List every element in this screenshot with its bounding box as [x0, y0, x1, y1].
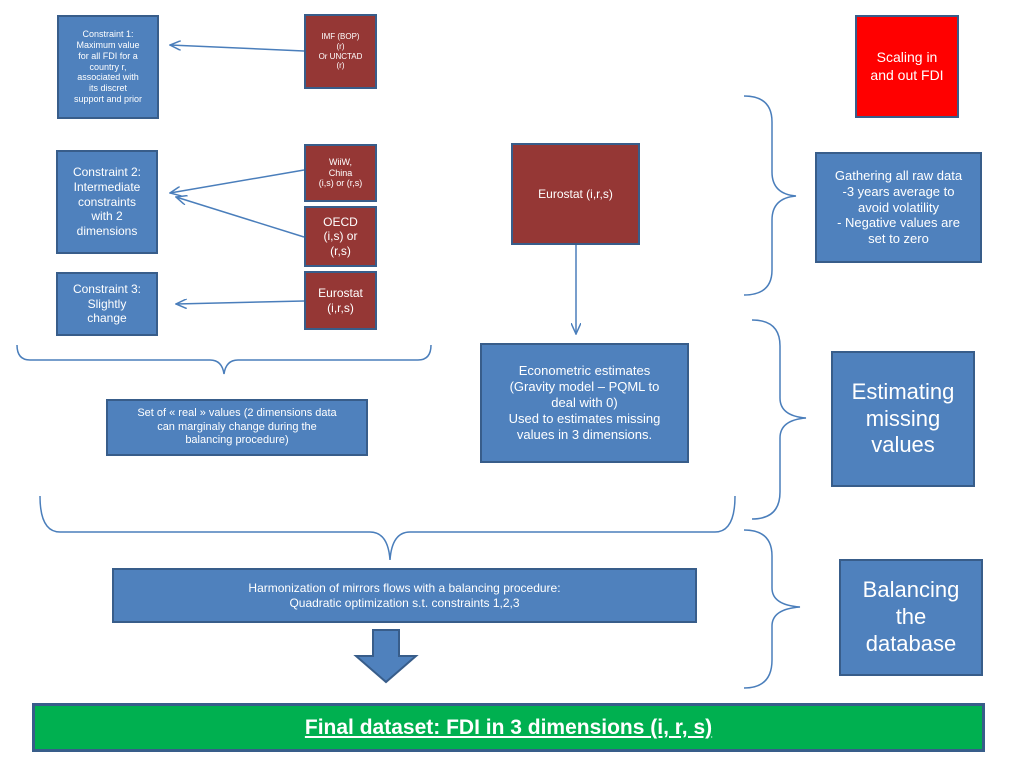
brace-gathering [743, 95, 797, 296]
brace-balancing [743, 529, 801, 689]
constraint-2-box: Constraint 2: Intermediate constraints w… [56, 150, 158, 254]
brace-all-inputs [39, 495, 736, 561]
real-values-box: Set of « real » values (2 dimensions dat… [106, 399, 368, 456]
brace-constraints [16, 344, 432, 375]
imf-unctad-source-box: IMF (BOP) (r) Or UNCTAD (r) [304, 14, 377, 89]
arrow-oecd-to-constraint2 [176, 197, 305, 238]
down-arrow-shape [353, 629, 419, 684]
arrow-wiiw-to-constraint2 [170, 169, 305, 193]
final-dataset-box: Final dataset: FDI in 3 dimensions (i, r… [32, 703, 985, 752]
balancing-database-box: Balancing the database [839, 559, 983, 676]
wiiw-china-source-box: WiiW, China (i,s) or (r,s) [304, 144, 377, 202]
oecd-source-box: OECD (i,s) or (r,s) [304, 206, 377, 267]
constraint-1-box: Constraint 1: Maximum value for all FDI … [57, 15, 159, 119]
scaling-fdi-box: Scaling in and out FDI [855, 15, 959, 118]
arrow-imf-to-constraint1 [170, 45, 305, 52]
brace-estimating [751, 319, 807, 520]
constraint-3-box: Constraint 3: Slightly change [56, 272, 158, 336]
arrow-eurostat-to-constraint3 [176, 301, 305, 304]
harmonization-box: Harmonization of mirrors flows with a ba… [112, 568, 697, 623]
eurostat-source-box-large: Eurostat (i,r,s) [511, 143, 640, 245]
estimating-missing-values-box: Estimating missing values [831, 351, 975, 487]
final-dataset-title: Final dataset: FDI in 3 dimensions (i, r… [304, 715, 713, 739]
gathering-raw-data-box: Gathering all raw data -3 years average … [815, 152, 982, 263]
eurostat-source-box-small: Eurostat (i,r,s) [304, 271, 377, 330]
econometric-estimates-box: Econometric estimates (Gravity model – P… [480, 343, 689, 463]
